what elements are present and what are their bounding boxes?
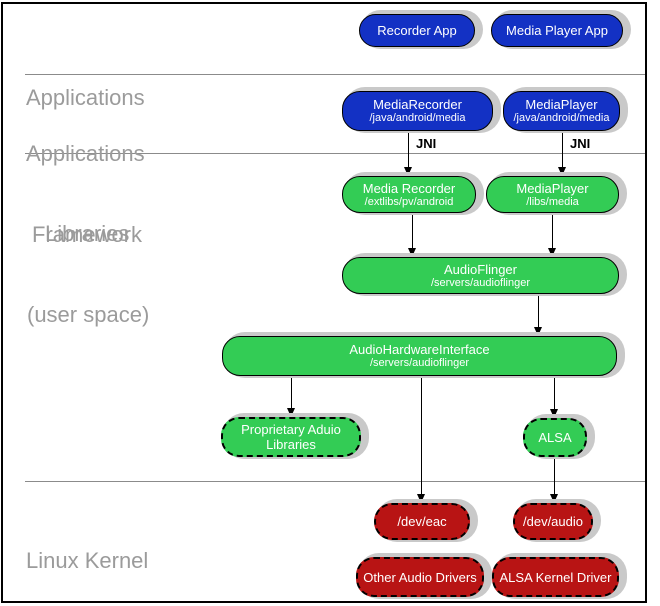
node-dev-eac-title: /dev/eac bbox=[397, 514, 447, 529]
node-dev-audio-title: /dev/audio bbox=[523, 514, 583, 529]
jni-label-right: JNI bbox=[570, 136, 591, 151]
layer-label-libraries: Libraries (user space) bbox=[27, 166, 149, 382]
layer-label-framework-line1: Applications bbox=[26, 141, 145, 166]
node-mediaplayer-library: MediaPlayer /libs/media bbox=[486, 176, 619, 213]
node-recorder-app: Recorder App bbox=[359, 14, 475, 47]
node-alsa-kernel-driver: ALSA Kernel Driver bbox=[492, 557, 619, 597]
connector-ahi-to-proprietary bbox=[291, 376, 292, 410]
layer-label-applications-framework: Applications Framework bbox=[26, 86, 145, 302]
node-proprietary-audio-libraries: Proprietary Aduio Libraries bbox=[221, 417, 361, 457]
node-alsa-kernel-driver-title: ALSA Kernel Driver bbox=[499, 569, 612, 585]
node-audioflinger-path: /servers/audioflinger bbox=[430, 276, 531, 289]
node-audiohardwareinterface-path: /servers/audioflinger bbox=[369, 357, 470, 369]
layer-label-framework-line2: Framework bbox=[32, 222, 143, 247]
connector-mediaplayer-to-audioflinger bbox=[552, 213, 553, 250]
node-mediaplayer-framework: MediaPlayer /java/android/media bbox=[503, 91, 620, 131]
connector-ahi-to-alsa bbox=[554, 376, 555, 410]
arrowhead-mediarecorder-jni bbox=[404, 167, 412, 176]
arrowhead-audioflinger-to-ahi bbox=[534, 327, 542, 336]
layer-label-applications-text: Applications bbox=[26, 85, 145, 110]
node-audioflinger-title: AudioFlinger bbox=[444, 261, 517, 277]
node-media-player-app: Media Player App bbox=[491, 14, 623, 47]
node-media-player-app-title: Media Player App bbox=[506, 23, 608, 38]
node-media-recorder-library-path: /extlibs/pv/android bbox=[364, 195, 454, 208]
node-alsa-title: ALSA bbox=[538, 430, 572, 445]
node-recorder-app-title: Recorder App bbox=[377, 23, 457, 38]
layer-label-linux-kernel-text: Linux Kernel bbox=[26, 548, 149, 573]
divider-applications-framework bbox=[25, 74, 647, 75]
node-mediaplayer-library-title: MediaPlayer bbox=[516, 180, 589, 196]
arrowhead-alsa-to-dev-audio bbox=[550, 494, 558, 503]
node-proprietary-audio-libraries-line1: Proprietary Aduio bbox=[241, 422, 341, 437]
node-mediaplayer-library-path: /libs/media bbox=[526, 195, 579, 208]
arrowhead-ahi-to-proprietary bbox=[287, 408, 295, 417]
layer-label-libraries-line2: (user space) bbox=[27, 302, 150, 327]
layer-label-libraries-line1: Libraries bbox=[45, 221, 130, 246]
connector-alsa-to-dev-audio bbox=[554, 457, 555, 495]
connector-mediarecorder-to-audioflinger bbox=[412, 213, 413, 250]
node-mediarecorder-framework: MediaRecorder /java/android/media bbox=[342, 91, 493, 131]
node-other-audio-drivers: Other Audio Drivers bbox=[356, 557, 484, 597]
connector-mediarecorder-jni bbox=[408, 131, 409, 169]
arrowhead-ahi-to-dev-eac bbox=[417, 494, 425, 503]
connector-ahi-to-dev-eac bbox=[421, 376, 422, 496]
node-dev-audio: /dev/audio bbox=[513, 503, 593, 540]
node-audioflinger: AudioFlinger /servers/audioflinger bbox=[342, 257, 619, 294]
node-mediarecorder-framework-path: /java/android/media bbox=[369, 112, 466, 124]
arrowhead-mediaplayer-to-audioflinger bbox=[548, 248, 556, 257]
jni-label-left: JNI bbox=[416, 136, 437, 151]
node-media-recorder-library: Media Recorder /extlibs/pv/android bbox=[342, 176, 476, 213]
node-audiohardwareinterface-title: AudioHardwareInterface bbox=[349, 342, 490, 357]
arrowhead-mediarecorder-to-audioflinger bbox=[408, 248, 416, 257]
arrowhead-mediaplayer-jni bbox=[558, 167, 566, 176]
arrowhead-ahi-to-alsa bbox=[550, 409, 558, 418]
node-alsa: ALSA bbox=[523, 418, 587, 457]
node-other-audio-drivers-title: Other Audio Drivers bbox=[363, 569, 477, 585]
node-mediaplayer-framework-path: /java/android/media bbox=[513, 112, 610, 124]
layer-label-applications: Applications bbox=[26, 30, 145, 165]
node-mediarecorder-framework-title: MediaRecorder bbox=[373, 97, 462, 112]
connector-mediaplayer-jni bbox=[562, 131, 563, 169]
node-audiohardwareinterface: AudioHardwareInterface /servers/audiofli… bbox=[222, 336, 617, 376]
connector-audioflinger-to-ahi bbox=[538, 294, 539, 328]
node-media-recorder-library-title: Media Recorder bbox=[362, 180, 456, 196]
node-proprietary-audio-libraries-line2: Libraries bbox=[266, 437, 316, 452]
node-mediaplayer-framework-title: MediaPlayer bbox=[525, 97, 598, 112]
divider-framework-libraries bbox=[25, 153, 647, 154]
node-dev-eac: /dev/eac bbox=[374, 503, 470, 540]
layer-label-linux-kernel: Linux Kernel bbox=[26, 493, 148, 606]
divider-libraries-kernel bbox=[25, 481, 647, 482]
